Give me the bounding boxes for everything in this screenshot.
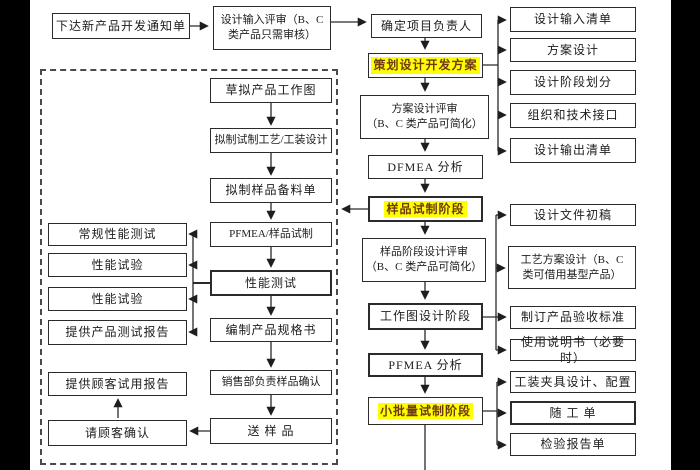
sub-box-product-spec-book: 编制产品规格书 (210, 318, 332, 342)
sub-box-performance-test: 性能测试 (210, 270, 332, 296)
output-box-org-technical-interface: 组织和技术接口 (510, 103, 636, 128)
test-box-performance-trial-2: 性能试验 (48, 287, 187, 311)
highlight-plan-design: 策划设计开发方案 (371, 57, 480, 74)
test-box-product-test-report: 提供产品测试报告 (48, 320, 187, 345)
flow-box-new-product-notice: 下达新产品开发通知单 (52, 13, 190, 39)
flow-box-design-input-review: 设计输入评审（B、C 类产品只需审核） (213, 6, 331, 50)
sub-box-sample-material-list: 拟制样品备料单 (210, 178, 332, 203)
sub-box-pfmea-sample-trial: PFMEA/样品试制 (210, 222, 332, 247)
sub-box-send-sample: 送 样 品 (210, 418, 332, 444)
sub-box-draft-working-drawing: 草拟产品工作图 (210, 78, 332, 103)
sub-box-trial-process-tooling-design: 拟制试制工艺/工装设计 (210, 128, 332, 153)
output-box-acceptance-standard: 制订产品验收标准 (510, 306, 636, 329)
output-box-inspection-report: 检验报告单 (510, 433, 636, 456)
output-box-process-scheme-design: 工艺方案设计（B、C 类可借用基型产品） (508, 246, 636, 289)
flow-box-scheme-design-review: 方案设计评审 （B、C 类产品可简化） (360, 95, 489, 139)
output-box-scheme-design: 方案设计 (510, 38, 636, 62)
sample-trial-subprocess-frame (40, 69, 338, 465)
output-box-user-manual: 使用说明书（必要时） (510, 335, 636, 365)
output-box-work-order: 随 工 单 (510, 401, 636, 425)
flow-box-sample-stage-design-review: 样品阶段设计评审 （B、C 类产品可简化） (362, 238, 486, 282)
output-box-design-file-draft: 设计文件初稿 (510, 204, 636, 226)
test-box-customer-confirm: 请顾客确认 (48, 420, 187, 446)
flow-box-sample-trial-stage: 样品试制阶段 (368, 196, 483, 222)
output-box-fixture-setup: 工装夹具设计、配置 (510, 371, 636, 393)
test-box-performance-trial-1: 性能试验 (48, 253, 187, 277)
flow-box-pfmea-analysis: PFMEA 分析 (368, 353, 483, 377)
highlight-sample-trial-stage: 样品试制阶段 (384, 200, 467, 218)
test-box-customer-trial-report: 提供顾客试用报告 (48, 372, 187, 396)
flow-box-plan-design-development: 策划设计开发方案 (368, 53, 483, 78)
output-box-design-output-list: 设计输出清单 (510, 138, 636, 163)
flow-box-working-drawing-stage: 工作图设计阶段 (368, 303, 483, 330)
letterbox-right (671, 0, 700, 470)
letterbox-left (0, 0, 30, 470)
test-box-routine-performance-test: 常规性能测试 (48, 223, 187, 246)
output-box-design-input-list: 设计输入清单 (510, 7, 636, 32)
flow-box-confirm-project-leader: 确定项目负责人 (371, 14, 482, 38)
flow-box-small-batch-trial-stage: 小批量试制阶段 (368, 397, 483, 425)
output-box-design-stage-division: 设计阶段划分 (510, 70, 636, 95)
sub-box-sales-sample-confirm: 销售部负责样品确认 (210, 370, 332, 395)
flow-box-dfmea-analysis: DFMEA 分析 (368, 155, 483, 179)
highlight-small-batch-stage: 小批量试制阶段 (377, 402, 473, 420)
